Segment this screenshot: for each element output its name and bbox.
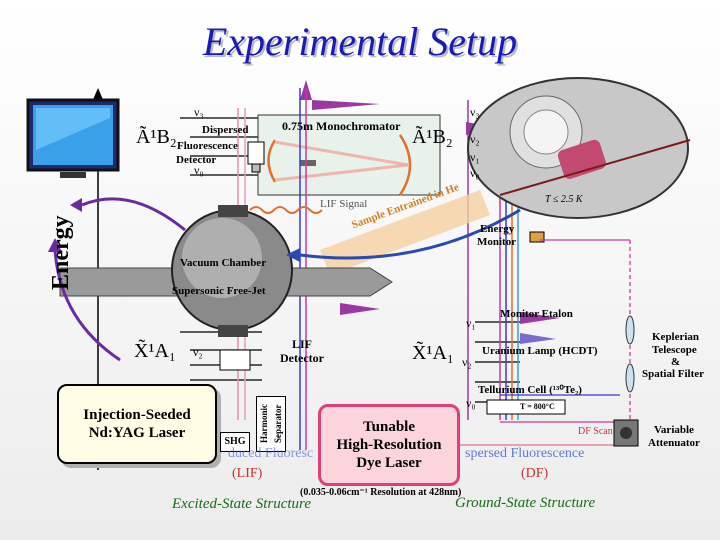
sample-beam <box>320 190 490 275</box>
temperature-label: T ≤ 2.5 K <box>545 194 583 205</box>
excited-structure-caption: Excited-State Structure <box>172 496 311 512</box>
df-caption: (DF) <box>521 466 549 481</box>
monochromator-label: 0.75m Monochromator <box>282 119 401 133</box>
energy-monitor-label-2: Monitor <box>477 236 517 248</box>
level-nu3-right: ν₃ <box>470 105 480 119</box>
keplerian-label-3: & <box>671 356 681 368</box>
cryostat-inset <box>467 77 691 219</box>
lif-signal-label: LIF Signal <box>320 198 368 210</box>
tellurium-cell-label: Tellurium Cell (¹³⁰Te₂) <box>478 384 582 396</box>
uranium-lamp-label: Uranium Lamp (HCDT) <box>482 345 598 357</box>
lif-detector-icon <box>219 349 251 371</box>
dye-label-2: High-Resolution <box>336 437 442 453</box>
lif-detector-label-1: LIF <box>292 337 313 351</box>
lif-wavy-signal <box>249 206 323 214</box>
df-partial-caption: spersed Fluorescence <box>465 446 585 461</box>
energy-axis-label: Energy <box>48 215 74 290</box>
tellurium-cell-icon <box>486 399 566 415</box>
keplerian-label-2: Telescope <box>652 344 697 356</box>
level-nu0-left: ν₀ <box>194 163 204 177</box>
level-nu1-right: ν₁ <box>470 150 480 164</box>
blue-curved-arrow <box>299 208 521 260</box>
state-b-right: Ã¹B₂ <box>412 126 453 148</box>
monochromator <box>257 114 441 196</box>
free-jet-label: Supersonic Free-Jet <box>172 285 266 297</box>
vacuum-chamber <box>171 205 293 337</box>
level-nu0-right: ν₀ <box>470 166 480 180</box>
dye-label-3: Dye Laser <box>356 455 422 471</box>
yag-label-1: Injection-Seeded <box>83 407 191 423</box>
keplerian-label-4: Spatial Filter <box>642 368 705 380</box>
detector-label-2: Fluorescence <box>177 140 238 152</box>
shg-box: SHG <box>220 432 250 452</box>
fluorescence-detector-icon <box>247 141 265 173</box>
keplerian-label-1: Keplerian <box>652 331 700 343</box>
level-nu2-right: ν₂ <box>470 132 480 146</box>
attenuator-label-2: Attenuator <box>648 437 700 449</box>
state-x-left: X̃¹A₁ <box>134 340 176 362</box>
purple-curved-arrows <box>53 197 186 362</box>
energy-monitor-icon <box>529 231 545 243</box>
resolution-caption: (0.035-0.06cm⁻¹ Resolution at 428nm) <box>300 487 462 498</box>
level-nu2-right-ground: ν₂ <box>462 355 472 369</box>
lif-partial-caption: duced Fluoresc <box>228 446 314 461</box>
detector-label-3: Detector <box>176 154 217 166</box>
variable-attenuator-icon <box>613 419 639 447</box>
energy-monitor-label-1: Energy <box>480 223 515 235</box>
vacuum-chamber-label: Vacuum Chamber <box>180 257 267 269</box>
lif-caption: (LIF) <box>232 466 263 481</box>
page-title: Experimental Setup <box>202 19 518 64</box>
keplerian-telescope-icon <box>625 315 635 393</box>
harmonic-separator-box: Harmonic Separator <box>256 396 286 452</box>
df-scan-label: DF Scan <box>578 426 613 437</box>
level-nu0-right-ground: ν₀ <box>466 396 476 410</box>
state-x-right: X̃¹A₁ <box>412 342 454 364</box>
cell-temp-label: T = 800°C <box>520 402 555 411</box>
state-b-left: Ã¹B₂ <box>136 126 177 148</box>
lif-detector-label-2: Detector <box>280 351 324 365</box>
yag-label-2: Nd:YAG Laser <box>88 425 186 441</box>
attenuator-label-1: Variable <box>654 424 694 436</box>
detector-label-1: Dispersed <box>202 124 249 136</box>
level-nu1-right-ground: ν₁ <box>466 316 476 330</box>
computer-monitor-icon <box>26 98 120 178</box>
ground-structure-caption: Ground-State Structure <box>455 495 596 511</box>
level-nu2-left: ν₂ <box>193 345 203 359</box>
dye-label-1: Tunable <box>363 419 415 435</box>
monitor-etalon-label: Monitor Etalon <box>500 308 573 320</box>
level-nu3-left: ν₃ <box>194 105 204 119</box>
